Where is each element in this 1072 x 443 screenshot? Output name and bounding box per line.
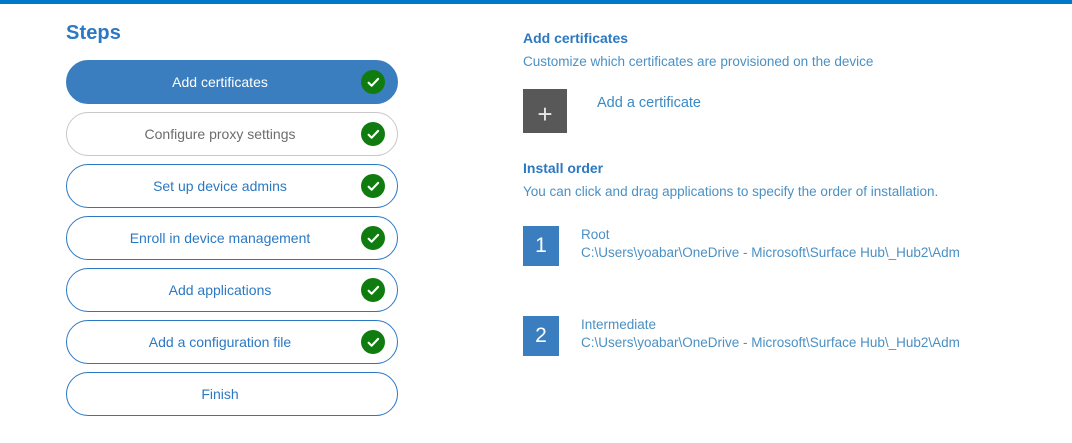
step-item-label: Add certificates — [172, 74, 268, 90]
step-item-add-certificates[interactable]: Add certificates — [66, 60, 398, 104]
step-item-label: Enroll in device management — [129, 230, 311, 246]
step-complete-check-icon — [361, 70, 385, 94]
install-order-item-path: C:\Users\yoabar\OneDrive - Microsoft\Sur… — [581, 335, 960, 350]
plus-icon: + — [537, 99, 553, 129]
step-complete-check-icon — [361, 330, 385, 354]
install-order-item-path: C:\Users\yoabar\OneDrive - Microsoft\Sur… — [581, 245, 960, 260]
add-certificate-label[interactable]: Add a certificate — [597, 95, 701, 111]
add-certificates-subtitle: Customize which certificates are provisi… — [523, 54, 874, 69]
step-item-label: Add applications — [168, 282, 272, 298]
add-certificate-button[interactable]: + — [523, 89, 567, 133]
step-item-label: Configure proxy settings — [144, 126, 296, 142]
step-item-label: Set up device admins — [153, 178, 287, 194]
install-order-item-name: Root — [581, 227, 610, 242]
step-item-label: Add a configuration file — [148, 334, 292, 350]
step-complete-check-icon — [361, 122, 385, 146]
add-certificate-row: + Add a certificate — [523, 89, 1053, 133]
step-complete-check-icon — [361, 226, 385, 250]
steps-heading: Steps — [66, 22, 121, 44]
step-item-finish[interactable]: Finish — [66, 372, 398, 416]
install-order-subtitle: You can click and drag applications to s… — [523, 184, 939, 199]
step-complete-check-icon — [361, 174, 385, 198]
step-item-add-a-configuration-file[interactable]: Add a configuration file — [66, 320, 398, 364]
step-complete-check-icon — [361, 278, 385, 302]
step-item-enroll-in-device-management[interactable]: Enroll in device management — [66, 216, 398, 260]
step-item-label: Finish — [201, 386, 239, 402]
top-accent-bar — [0, 0, 1072, 4]
step-item-set-up-device-admins[interactable]: Set up device admins — [66, 164, 398, 208]
step-item-configure-proxy-settings[interactable]: Configure proxy settings — [66, 112, 398, 156]
detail-panel: Add certificates Customize which certifi… — [523, 30, 1053, 356]
install-order-item-name: Intermediate — [581, 317, 657, 332]
install-order-number-badge: 2 — [523, 316, 559, 356]
install-order-section: Install order You can click and drag app… — [523, 160, 1053, 356]
install-order-heading: Install order — [523, 160, 604, 176]
add-certificates-section: Add certificates Customize which certifi… — [523, 30, 1053, 133]
add-certificates-heading: Add certificates — [523, 30, 629, 46]
step-item-add-applications[interactable]: Add applications — [66, 268, 398, 312]
install-order-number-badge: 1 — [523, 226, 559, 266]
